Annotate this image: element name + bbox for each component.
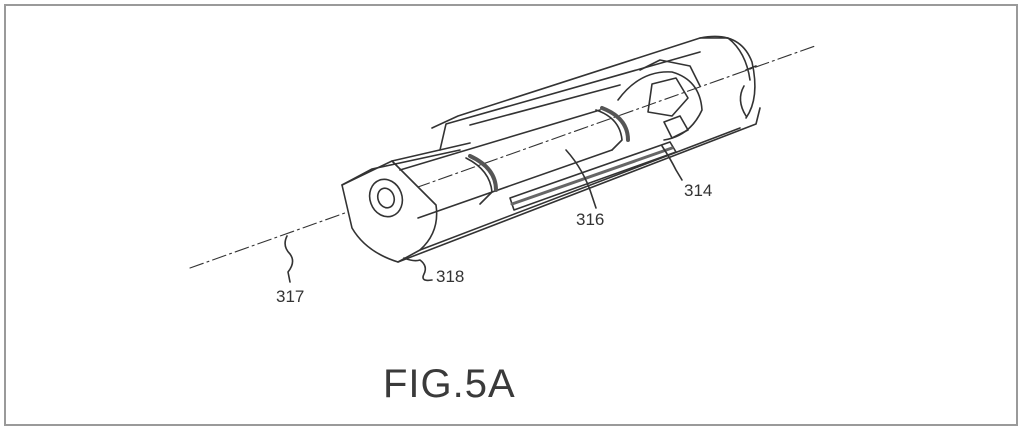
label-318: 318 bbox=[436, 267, 464, 286]
center-axis-line bbox=[190, 46, 815, 268]
label-314: 314 bbox=[684, 181, 712, 200]
label-317: 317 bbox=[276, 287, 304, 306]
housing-body bbox=[342, 36, 760, 262]
label-316: 316 bbox=[576, 210, 604, 229]
lead-line-318 bbox=[404, 258, 432, 280]
lead-line-317 bbox=[285, 236, 292, 282]
figure-caption: FIG.5A bbox=[383, 362, 516, 407]
